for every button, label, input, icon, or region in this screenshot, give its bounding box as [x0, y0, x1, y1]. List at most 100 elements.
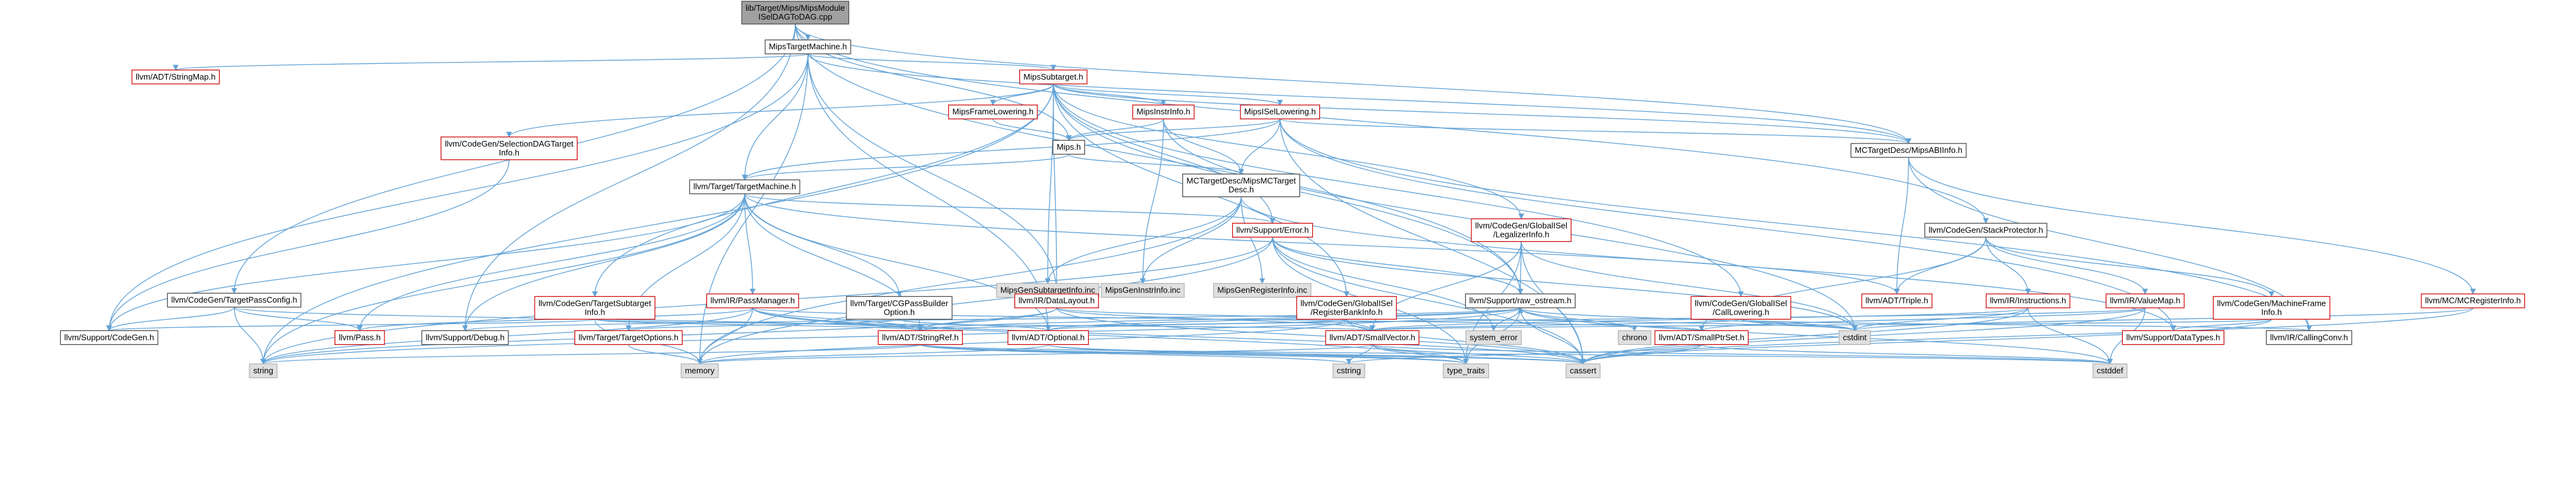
- node-error[interactable]: llvm/Support/Error.h: [1232, 222, 1314, 238]
- node-root[interactable]: lib/Target/Mips/MipsModuleISelDAGToDAG.c…: [741, 1, 850, 25]
- node-subtarget[interactable]: MipsSubtarget.h: [1019, 69, 1088, 85]
- node-chrono[interactable]: chrono: [1618, 330, 1652, 345]
- node-regbank[interactable]: llvm/CodeGen/GlobalISel/RegisterBankInfo…: [1296, 296, 1397, 320]
- node-label: /LegalizerInfo.h: [1493, 229, 1550, 239]
- edge-cgpbo-to-topts: [626, 318, 900, 332]
- node-box: [2265, 330, 2353, 345]
- node-memory[interactable]: memory: [680, 363, 719, 378]
- node-instrinfo[interactable]: MipsInstrInfo.h: [1132, 104, 1195, 119]
- node-box: [167, 293, 302, 308]
- node-passmgr[interactable]: llvm/IR/PassManager.h: [706, 293, 799, 308]
- node-abiinfo[interactable]: MCTargetDesc/MipsABIInfo.h: [1850, 143, 1967, 158]
- edge-mtm-to-strmap: [173, 53, 809, 71]
- node-cassert[interactable]: cassert: [1565, 363, 1601, 378]
- node-isellow[interactable]: MipsISelLowering.h: [1240, 104, 1321, 119]
- edge-ttm-to-error: [744, 193, 1276, 224]
- node-cstring[interactable]: cstring: [1333, 363, 1365, 378]
- node-label: llvm/IR/PassManager.h: [711, 296, 795, 305]
- node-ttm[interactable]: llvm/Target/TargetMachine.h: [689, 179, 800, 195]
- edge-passmgr-to-memory: [697, 308, 754, 365]
- edge-mcdesc-to-reginc: [1240, 196, 1266, 284]
- node-topts[interactable]: llvm/Target/TargetOptions.h: [574, 330, 683, 345]
- node-syserr[interactable]: system_error: [1465, 330, 1522, 345]
- node-passconfig[interactable]: llvm/CodeGen/TargetPassConfig.h: [167, 293, 302, 308]
- node-label: llvm/CodeGen/GlobalISel: [1300, 298, 1392, 308]
- node-callconv[interactable]: llvm/IR/CallingConv.h: [2265, 330, 2353, 345]
- node-label: llvm/CodeGen/GlobalISel: [1475, 220, 1567, 230]
- node-datatypes[interactable]: llvm/Support/DataTypes.h: [2122, 330, 2224, 345]
- node-reginc[interactable]: MipsGenRegisterInfo.inc: [1213, 283, 1312, 298]
- node-box: [2092, 363, 2128, 378]
- node-label: llvm/ADT/Triple.h: [1865, 296, 1928, 305]
- edge-mcdesc-to-instrinc: [1139, 196, 1242, 284]
- node-label: llvm/CodeGen/SelectionDAGTarget: [445, 139, 574, 148]
- edge-smallptr-to-cassert: [1580, 344, 1702, 365]
- edge-error-to-cassert: [1272, 237, 1586, 365]
- edge-mtm-to-optional: [807, 54, 1052, 332]
- node-label: Mips.h: [1057, 142, 1081, 152]
- node-instructions[interactable]: llvm/IR/Instructions.h: [1985, 293, 2070, 308]
- edge-passconfig-to-pass: [234, 306, 363, 332]
- node-calllow[interactable]: llvm/CodeGen/GlobalISel/CallLowering.h: [1690, 296, 1791, 320]
- node-cgen[interactable]: llvm/Support/CodeGen.h: [60, 330, 158, 345]
- node-label: MipsInstrInfo.h: [1136, 107, 1190, 116]
- node-string[interactable]: string: [249, 363, 278, 378]
- edge-mips-to-mcdesc: [1068, 154, 1244, 175]
- node-cstddef[interactable]: cstddef: [2092, 363, 2128, 378]
- edge-smallvec-to-typetraits: [1372, 344, 1469, 365]
- node-datalayout[interactable]: llvm/IR/DataLayout.h: [1014, 293, 1099, 308]
- node-label: Info.h: [499, 148, 519, 157]
- node-rawos[interactable]: llvm/Support/raw_ostream.h: [1465, 293, 1576, 308]
- node-optional[interactable]: llvm/ADT/Optional.h: [1007, 330, 1089, 345]
- node-mcreg[interactable]: llvm/MC/MCRegisterInfo.h: [2421, 293, 2526, 308]
- edge-ttm-to-cgen: [106, 193, 745, 332]
- node-valuemap[interactable]: llvm/IR/ValueMap.h: [2105, 293, 2185, 308]
- node-strref[interactable]: llvm/ADT/StringRef.h: [877, 330, 963, 345]
- node-label: Option.h: [884, 307, 915, 317]
- edge-instructions-to-cstddef: [2027, 308, 2113, 365]
- node-legalizer[interactable]: llvm/CodeGen/GlobalISel/LegalizerInfo.h: [1471, 218, 1572, 242]
- node-box: [574, 330, 683, 345]
- edge-mtm-to-memory: [697, 54, 809, 365]
- node-label: type_traits: [1447, 366, 1485, 375]
- node-smallptr[interactable]: llvm/ADT/SmallPtrSet.h: [1654, 330, 1749, 345]
- edge-ttm-to-pass: [357, 193, 745, 332]
- node-triple[interactable]: llvm/ADT/Triple.h: [1861, 293, 1933, 308]
- node-box: [1465, 330, 1522, 345]
- node-typetraits[interactable]: type_traits: [1442, 363, 1490, 378]
- node-box: [846, 296, 953, 320]
- dependency-edges: [106, 23, 2476, 365]
- node-box: [534, 296, 656, 320]
- edge-subtarget-to-framelow: [990, 83, 1054, 106]
- node-box: [1654, 330, 1749, 345]
- edge-smallptr-to-cstring: [1346, 344, 1702, 365]
- node-label: llvm/Pass.h: [339, 332, 381, 342]
- edge-legalizer-to-cstdint: [1521, 241, 1858, 332]
- node-cstdint[interactable]: cstdint: [1838, 330, 1871, 345]
- node-box: [706, 293, 799, 308]
- node-framelow[interactable]: MipsFrameLowering.h: [948, 104, 1038, 119]
- node-pass[interactable]: llvm/Pass.h: [335, 330, 385, 345]
- node-mips[interactable]: Mips.h: [1052, 140, 1085, 155]
- node-box: [2421, 293, 2526, 308]
- edge-isellow-to-callconv: [1279, 119, 2312, 332]
- node-instrinc[interactable]: MipsGenInstrInfo.inc: [1101, 283, 1185, 298]
- node-label: llvm/CodeGen/GlobalISel: [1695, 298, 1787, 308]
- edge-root-to-debug: [462, 23, 796, 332]
- node-smallvec[interactable]: llvm/ADT/SmallVector.h: [1325, 330, 1420, 345]
- edge-mcdesc-to-subinc: [1045, 196, 1242, 284]
- node-strmap[interactable]: llvm/ADT/StringMap.h: [131, 69, 220, 85]
- edge-regbank-to-cassert: [1346, 319, 1586, 365]
- edge-isellow-to-datatypes: [1279, 119, 2176, 332]
- node-box: [741, 1, 850, 25]
- node-stackprot[interactable]: llvm/CodeGen/StackProtector.h: [1924, 222, 2048, 238]
- node-box: [1132, 104, 1195, 119]
- node-mtm[interactable]: MipsTargetMachine.h: [764, 39, 852, 54]
- node-label: llvm/Target/CGPassBuilder: [850, 298, 949, 308]
- node-debug[interactable]: llvm/Support/Debug.h: [421, 330, 509, 345]
